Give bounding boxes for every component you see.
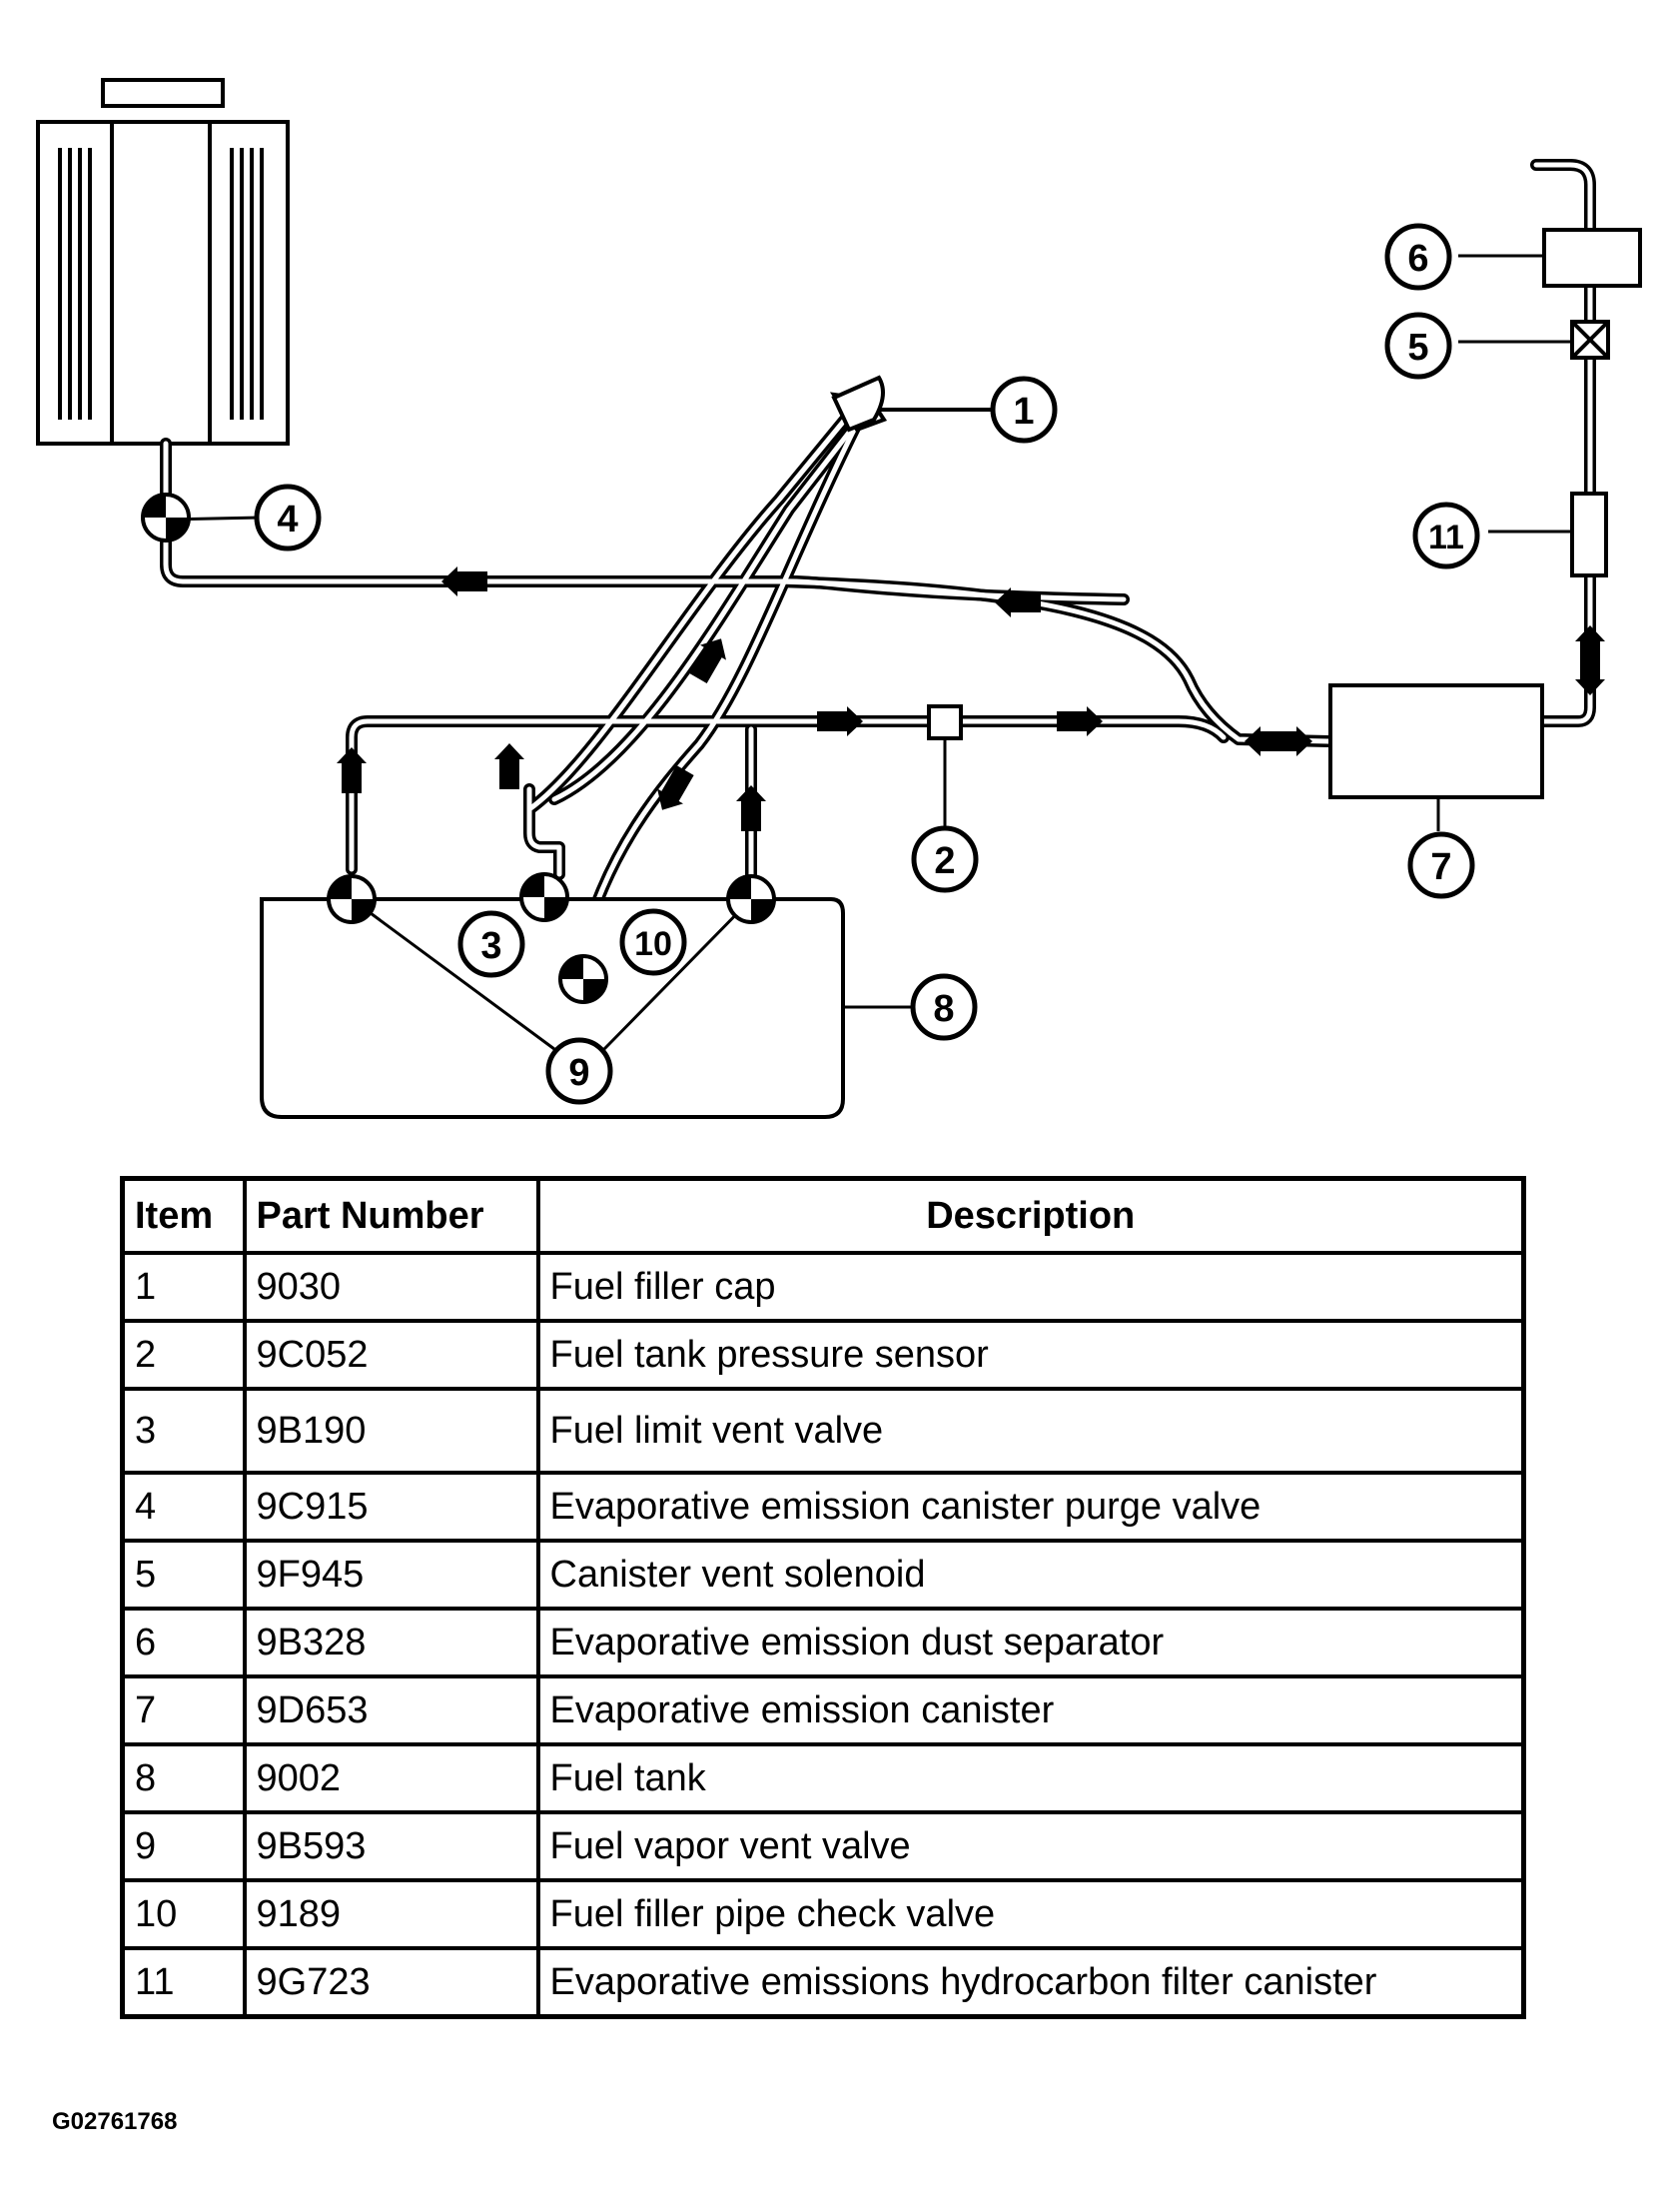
vapor-lines	[160, 159, 1596, 950]
svg-text:1: 1	[1013, 391, 1034, 433]
description-cell: Evaporative emissions hydrocarbon filter…	[535, 1946, 1526, 2019]
part-number-cell: 9002	[242, 1742, 540, 1814]
svg-text:8: 8	[933, 988, 954, 1030]
callout-6: 6	[1384, 223, 1452, 291]
description-cell: Fuel limit vent valve	[535, 1387, 1526, 1475]
figure-code: G02761768	[52, 2108, 178, 2135]
part-number-cell: 9D653	[242, 1674, 540, 1746]
item-cell: 4	[120, 1471, 247, 1543]
fuel-filler-cap-shape	[829, 375, 999, 433]
part-number-cell: 9G723	[242, 1946, 540, 2019]
item-cell: 6	[120, 1607, 247, 1678]
description-cell: Evaporative emission dust separator	[535, 1607, 1526, 1678]
description-cell: Fuel filler pipe check valve	[535, 1878, 1526, 1950]
table-header-row: Item Part Number Description	[120, 1176, 1526, 1255]
part-number-cell: 9B190	[242, 1387, 540, 1475]
callout-3: 3	[457, 910, 525, 978]
part-number-cell: 9030	[242, 1251, 540, 1323]
part-number-cell: 9C052	[242, 1319, 540, 1391]
svg-text:9: 9	[568, 1052, 589, 1094]
svg-text:11: 11	[1428, 519, 1464, 556]
description-cell: Canister vent solenoid	[535, 1539, 1526, 1611]
description-cell: Fuel tank pressure sensor	[535, 1319, 1526, 1391]
item-cell: 9	[120, 1810, 247, 1882]
callout-11: 11	[1412, 502, 1480, 569]
item-cell: 11	[120, 1946, 247, 2019]
description-cell: Fuel tank	[535, 1742, 1526, 1814]
callout-7: 7	[1407, 831, 1475, 899]
svg-text:6: 6	[1407, 238, 1428, 280]
part-number-cell: 9F945	[242, 1539, 540, 1611]
item-cell: 1	[120, 1251, 247, 1323]
header-item: Item	[120, 1176, 247, 1255]
part-number-cell: 9C915	[242, 1471, 540, 1543]
header-part-number: Part Number	[242, 1176, 540, 1255]
item-cell: 10	[120, 1878, 247, 1950]
item-cell: 8	[120, 1742, 247, 1814]
engine	[36, 78, 290, 446]
part-number-cell: 9B593	[242, 1810, 540, 1882]
description-cell: Fuel filler cap	[535, 1251, 1526, 1323]
callout-1: 1	[990, 376, 1058, 444]
part-number-cell: 9B328	[242, 1607, 540, 1678]
svg-text:5: 5	[1407, 327, 1428, 369]
callout-5: 5	[1384, 312, 1452, 380]
description-cell: Fuel vapor vent valve	[535, 1810, 1526, 1882]
callout-9: 9	[545, 1037, 613, 1105]
item-cell: 2	[120, 1319, 247, 1391]
header-description: Description	[535, 1176, 1526, 1255]
callout-4: 4	[254, 484, 322, 552]
evap-system-diagram: 1 2 3 4 5 6 7 8 9 10 11	[36, 78, 1642, 1119]
callout-2: 2	[911, 825, 979, 893]
item-cell: 5	[120, 1539, 247, 1611]
svg-text:3: 3	[480, 925, 501, 967]
svg-text:2: 2	[934, 840, 955, 882]
part-number-cell: 9189	[242, 1878, 540, 1950]
callout-8: 8	[910, 973, 978, 1041]
description-cell: Evaporative emission canister purge valv…	[535, 1471, 1526, 1543]
callout-10: 10	[619, 908, 687, 976]
description-cell: Evaporative emission canister	[535, 1674, 1526, 1746]
svg-text:7: 7	[1430, 846, 1451, 888]
item-cell: 3	[120, 1387, 247, 1475]
item-cell: 7	[120, 1674, 247, 1746]
svg-text:10: 10	[634, 925, 672, 963]
svg-text:4: 4	[277, 499, 298, 541]
